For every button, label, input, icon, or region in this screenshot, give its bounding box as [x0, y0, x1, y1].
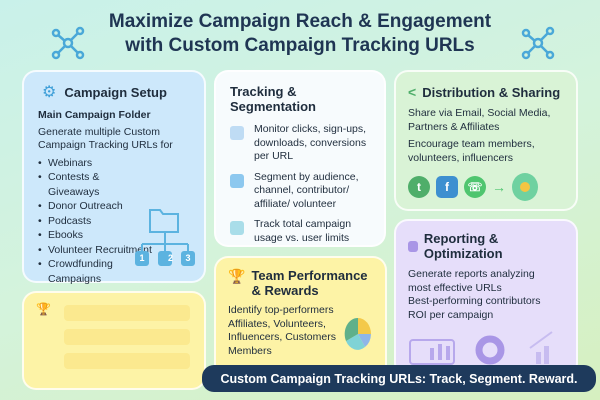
- folder-subheading: Main Campaign Folder: [38, 109, 151, 121]
- reporting-heading: Reporting & Optimization: [423, 231, 503, 261]
- tracking-text: Track total campaign usage vs. user limi…: [254, 218, 352, 244]
- page-title: Maximize Campaign Reach & Engagement wit…: [0, 10, 600, 58]
- report-icon: [408, 240, 418, 252]
- pie-chart-icon: [344, 317, 371, 350]
- whatsapp-icon[interactable]: ☏: [464, 176, 486, 198]
- tracking-text: Segment by audience, channel, contributo…: [254, 170, 359, 210]
- list-item: Podcasts: [38, 214, 153, 229]
- list-item: Webinars: [38, 156, 153, 171]
- trophy-icon: 🏆: [36, 302, 51, 316]
- campaign-setup-heading: Campaign Setup: [64, 84, 167, 100]
- list-item: Volunteer Recruitment: [38, 243, 153, 258]
- tracking-item: Segment by audience, channel, contributo…: [230, 171, 370, 212]
- user-icon: [512, 173, 538, 201]
- list-item: Crowdfunding Campaigns: [38, 257, 153, 286]
- campaign-setup-card: ⚙ Campaign Setup Main Campaign Folder Ge…: [22, 70, 206, 285]
- folder-tree-icon: [135, 209, 195, 266]
- team-heading: & Rewards: [251, 283, 319, 298]
- twitter-icon[interactable]: t: [408, 176, 430, 198]
- distribution-card: < Distribution & Sharing Share via Email,…: [394, 70, 578, 211]
- team-text: Influencers, Customers: [228, 331, 336, 343]
- team-text: Members: [228, 344, 272, 357]
- gauge-icon: [230, 221, 244, 235]
- tracking-item: Track total campaign usage vs. user limi…: [230, 218, 370, 245]
- footer-banner: Custom Campaign Tracking URLs: Track, Se…: [202, 365, 596, 392]
- tracking-card: Tracking & Segmentation Monitor clicks, …: [214, 70, 386, 247]
- folder-number: 1: [139, 253, 145, 263]
- tracking-text: Monitor clicks, sign-ups, downloads, con…: [254, 123, 367, 162]
- network-icon: [521, 26, 555, 60]
- folder-number: 2: [167, 253, 173, 263]
- list-item: Donor Outreach: [38, 199, 153, 214]
- folder-number: 3: [185, 253, 191, 263]
- tracking-item: Monitor clicks, sign-ups, downloads, con…: [230, 123, 370, 164]
- title-line-1: Maximize Campaign Reach & Engagement: [108, 11, 492, 32]
- segment-icon: [230, 173, 244, 188]
- reporting-text: ROI per campaign: [408, 308, 494, 321]
- trophy-icon: 🏆: [228, 268, 246, 284]
- folder-numbers: 1 2 3: [136, 253, 194, 263]
- title-line-2: with Custom Campaign Tracking URLs: [125, 35, 475, 56]
- analytics-icons: [409, 331, 553, 365]
- arrow-right-icon: →: [492, 179, 506, 195]
- tracking-heading: Tracking & Segmentation: [230, 84, 316, 114]
- share-icon: <: [408, 84, 417, 100]
- reporting-card: Reporting & Optimization Generate report…: [394, 219, 578, 377]
- distribution-text: Share via Email, Social Media, Partners …: [408, 107, 551, 133]
- leaderboard-card: [22, 291, 206, 390]
- network-icon: [51, 26, 85, 60]
- distribution-text: Encourage team members, volunteers, infl…: [408, 138, 535, 164]
- team-text: Affiliates, Volunteers,: [228, 317, 326, 330]
- gear-icon: ⚙: [42, 84, 57, 101]
- facebook-icon[interactable]: f: [436, 176, 458, 198]
- distribution-heading: Distribution & Sharing: [422, 84, 561, 100]
- reporting-text: Best-performing contributors: [408, 295, 541, 307]
- list-item: Contests & Giveaways: [38, 170, 153, 199]
- leaderboard-row: [64, 353, 190, 369]
- monitor-icon: [230, 126, 244, 140]
- team-heading: Team Performance: [251, 268, 368, 283]
- list-item: Ebooks: [38, 228, 153, 243]
- leaderboard-row: [64, 329, 190, 345]
- reporting-text: Generate reports analyzing most effectiv…: [408, 268, 535, 294]
- team-text: Identify top-performers: [228, 304, 334, 316]
- campaign-type-list: Webinars Contests & Giveaways Donor Outr…: [38, 156, 153, 287]
- leaderboard-row: [64, 305, 190, 321]
- setup-intro: Generate multiple Custom Campaign Tracki…: [38, 125, 173, 152]
